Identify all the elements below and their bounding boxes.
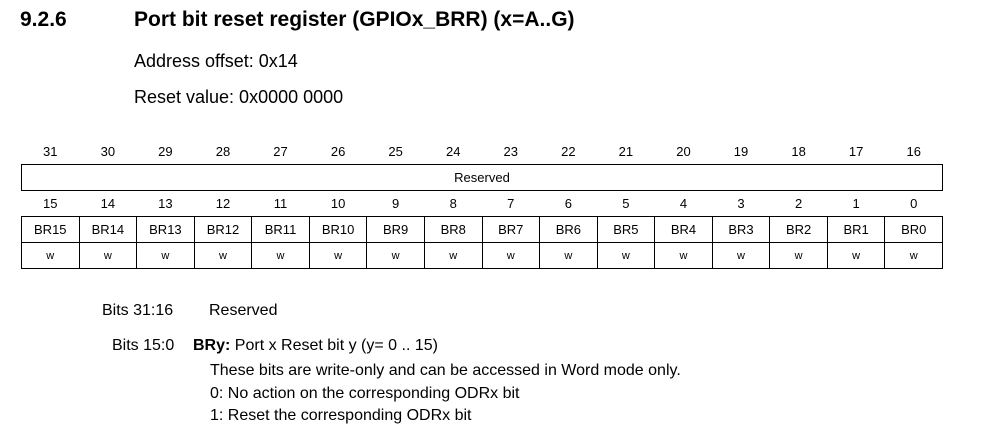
address-offset: Address offset: 0x14 [134,51,298,71]
access-type-cell: w [654,242,713,269]
section-title: Port bit reset register (GPIOx_BRR) (x=A… [134,8,575,31]
bit-field-cell: BR13 [136,216,195,243]
access-type-cell: w [539,242,598,269]
bit-number-cell: 28 [215,144,231,159]
access-type-cell: w [826,242,886,269]
access-type-cell: w [596,242,656,269]
bit-number-cell: 5 [622,196,630,211]
bits-31-16-label: Bits 31:16 [102,302,174,319]
bit-number-cell: 1 [852,196,860,211]
bit-field-cell: BR14 [78,216,138,243]
upper-field-row: Reserved [21,164,943,191]
bit-field-cell: BR7 [481,216,541,243]
access-type-cell: w [78,242,138,269]
bit-number-cell: 17 [848,144,864,159]
bit-field-cell: BR5 [596,216,656,243]
bit-field-cell: BR9 [366,216,425,243]
bit-field-cell: BR11 [251,216,310,243]
bit-number-cell: 19 [733,144,749,159]
access-type-cell: w [423,242,483,269]
bit-number-cell: 25 [388,144,403,159]
bits-15-0-label: Bits 15:0 [112,337,175,354]
reset-value: Reset value: 0x0000 0000 [134,87,344,107]
bit-field-cell: BR3 [711,216,771,243]
bits-31-16-description: Reserved [209,302,278,319]
access-type-cell: w [136,242,195,269]
bit-number-cell: 13 [158,196,173,211]
bit-number-cell: 27 [273,144,288,159]
bit-number-cell: 26 [330,144,346,159]
bits-15-0-line-2: 0: No action on the corresponding ODRx b… [210,385,520,402]
access-type-cell: w [21,242,80,269]
section-number: 9.2.6 [20,8,67,31]
bit-field-cell: BR15 [21,216,80,243]
bit-field-cell: BR2 [769,216,828,243]
bit-field-cell: BR8 [423,216,483,243]
bits-15-0-line-3: 1: Reset the corresponding ODRx bit [210,407,472,424]
bit-number-cell: 12 [215,196,231,211]
bit-number-cell: 20 [676,144,691,159]
reserved-field-cell: Reserved [21,164,943,191]
bit-number-cell: 10 [330,196,346,211]
bit-number-cell: 11 [273,196,288,211]
bits-15-0-line-1: These bits are write-only and can be acc… [210,362,681,379]
bit-field-cell: BR10 [308,216,368,243]
bit-field-cell: BR6 [539,216,598,243]
bit-number-cell: 31 [43,144,58,159]
access-type-cell: w [366,242,425,269]
access-type-cell: w [711,242,771,269]
access-type-cell: w [308,242,368,269]
bit-number-cell: 18 [791,144,806,159]
bry-field-name: BRy: [193,337,231,354]
bit-number-cell: 16 [906,144,921,159]
bit-number-cell: 22 [561,144,576,159]
bit-number-cell: 14 [100,196,116,211]
bit-field-cell: BR1 [826,216,886,243]
bit-number-cell: 9 [392,196,400,211]
bit-field-cell: BR0 [884,216,943,243]
access-type-cell: w [251,242,310,269]
access-type-cell: w [769,242,828,269]
upper-bit-number-row: 31 30 29 28 27 26 25 24 23 22 21 20 19 18 17 16 [22,139,943,165]
bit-number-cell: 29 [158,144,173,159]
bit-number-cell: 30 [100,144,116,159]
bit-number-cell: 8 [449,196,457,211]
bit-field-cell: BR4 [654,216,713,243]
bit-number-cell: 0 [910,196,918,211]
bit-number-cell: 23 [503,144,519,159]
access-type-cell: w [193,242,253,269]
bit-field-cell: BR12 [193,216,253,243]
bit-number-cell: 21 [618,144,634,159]
bit-number-cell: 24 [445,144,461,159]
bit-number-cell: 3 [737,196,745,211]
bit-number-cell: 2 [794,196,803,211]
access-type-cell: w [481,242,541,269]
bry-field-title: Port x Reset bit y (y= 0 .. 15) [230,337,438,354]
bit-number-cell: 6 [564,196,572,211]
bit-number-cell: 15 [43,196,58,211]
access-type-cell: w [884,242,943,269]
bit-number-cell: 7 [507,196,515,211]
bits-15-0-heading: BRy: Port x Reset bit y (y= 0 .. 15) [193,337,438,355]
bit-number-cell: 4 [679,196,688,211]
